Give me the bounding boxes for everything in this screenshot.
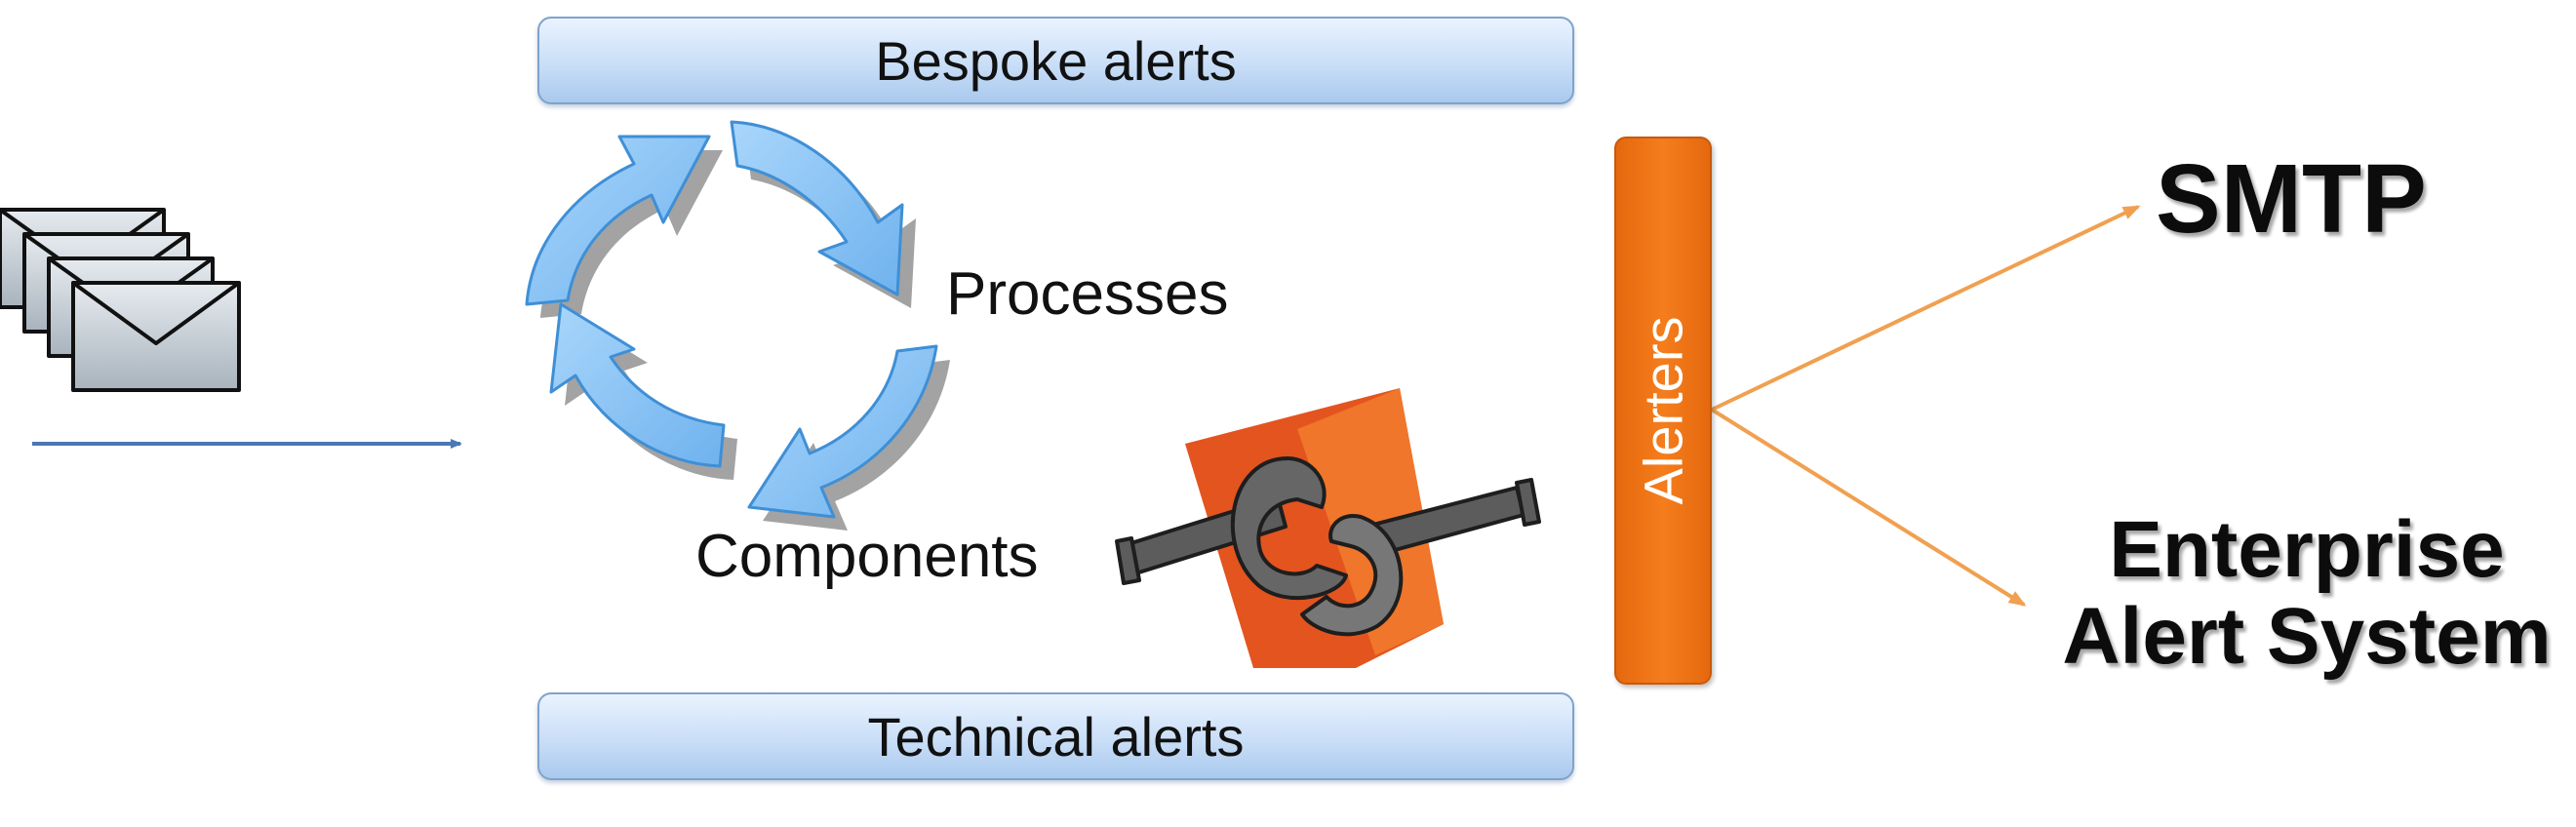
- enterprise-line2: Alert System: [2062, 591, 2552, 681]
- arrow-to-smtp: [1711, 205, 2141, 412]
- envelope-stack-icon: [0, 208, 241, 392]
- envelope-icon: [71, 281, 241, 392]
- cycle-arrows-icon: [525, 120, 950, 531]
- technical-alerts-band: Technical alerts: [537, 692, 1574, 780]
- alerters-label: Alerters: [1632, 316, 1694, 505]
- arrow-to-enterprise: [1710, 408, 2027, 607]
- cycle-arrow-top-left: [525, 135, 711, 306]
- components-label: Components: [695, 523, 1039, 590]
- bespoke-alerts-band: Bespoke alerts: [537, 17, 1574, 104]
- enterprise-alert-system-target: Enterprise Alert System: [2043, 505, 2570, 681]
- cycle-arrow-bottom-left: [549, 302, 726, 468]
- cycle-arrow-bottom-right: [747, 344, 938, 519]
- wrench-gear-icon: [1115, 388, 1541, 668]
- alerters-box: Alerters: [1614, 137, 1712, 685]
- smtp-target: SMTP: [2156, 144, 2427, 254]
- processes-label: Processes: [946, 260, 1229, 328]
- enterprise-line1: Enterprise: [2109, 505, 2505, 594]
- technical-alerts-label: Technical alerts: [867, 705, 1245, 768]
- bespoke-alerts-label: Bespoke alerts: [875, 29, 1237, 92]
- cycle-arrow-top-right: [730, 120, 904, 296]
